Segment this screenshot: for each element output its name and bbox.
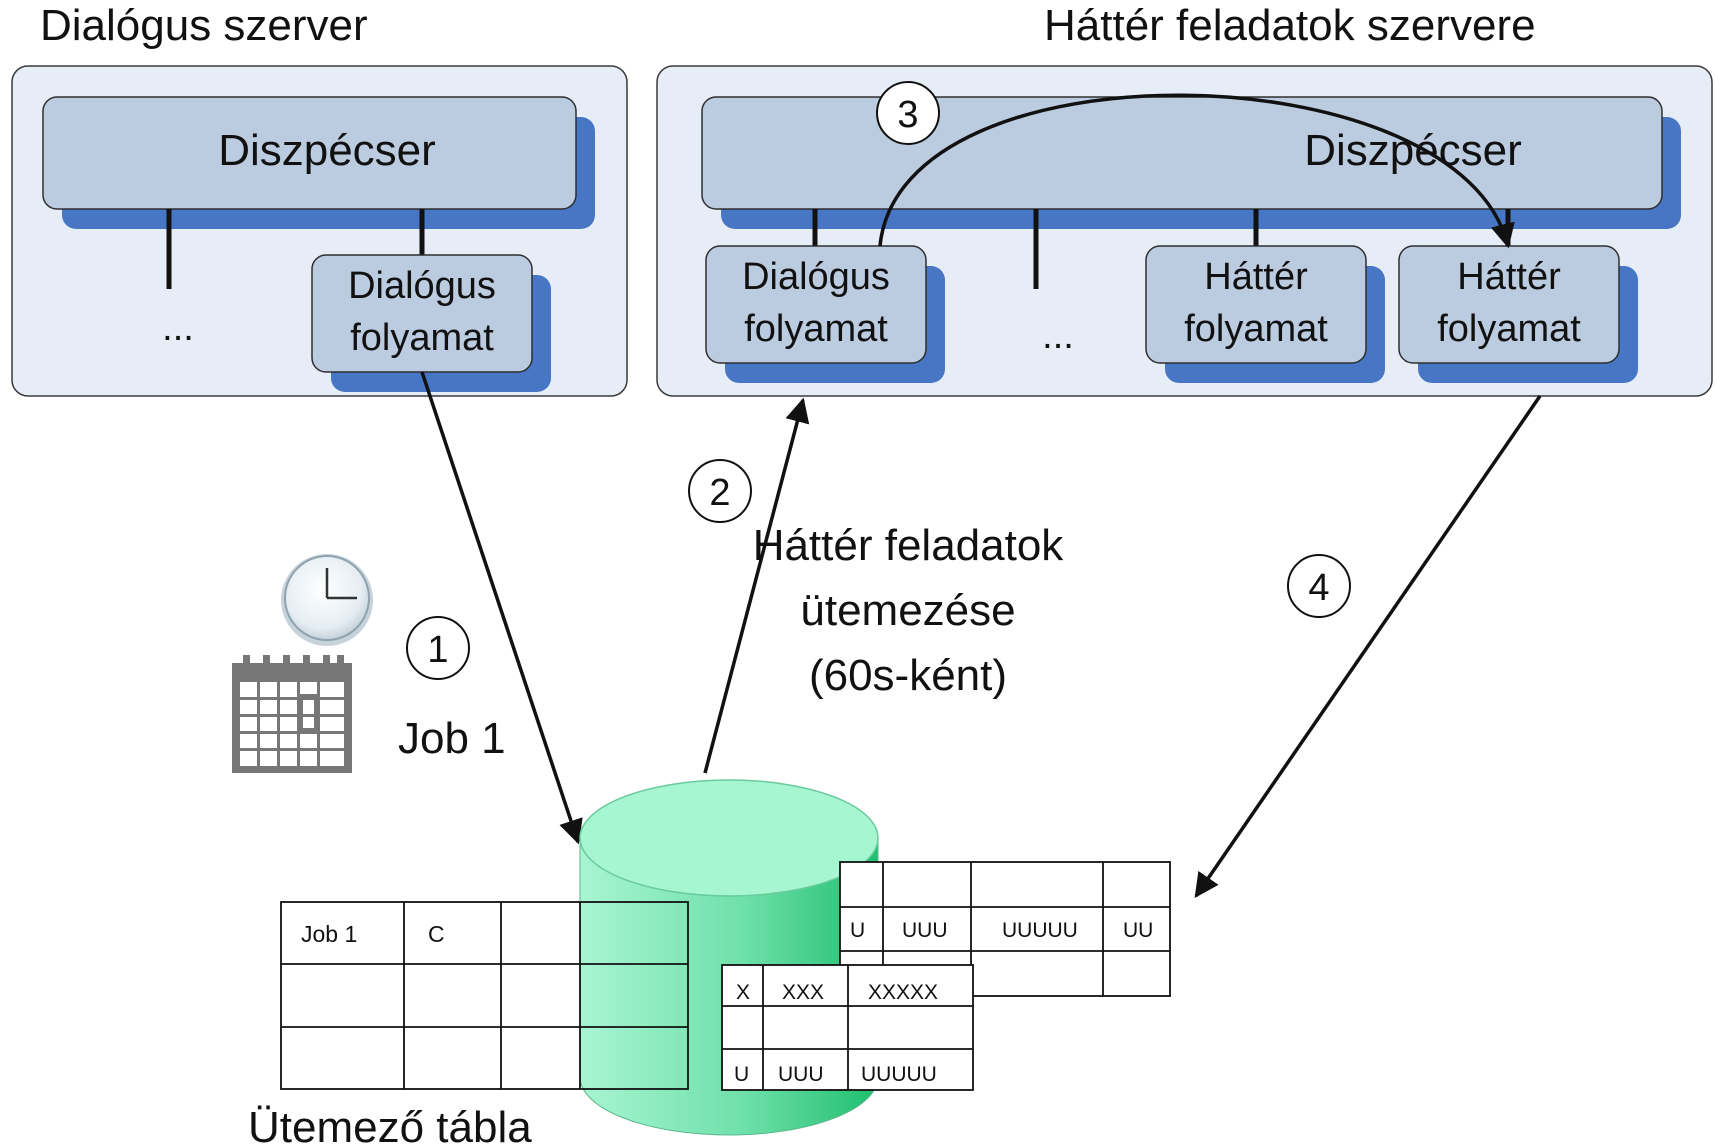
bg-process-line1: Háttér xyxy=(1457,256,1561,298)
step-4-marker: 4 xyxy=(1287,554,1351,618)
bg-dialog-process-line2: folyamat xyxy=(744,308,888,350)
table-cell: X xyxy=(736,981,750,1004)
svg-text:2: 2 xyxy=(709,472,730,514)
arrow-step-1 xyxy=(420,371,583,845)
clock-icon xyxy=(281,554,373,646)
table-cell: XXX xyxy=(782,981,824,1004)
dispatcher-label: Diszpécser xyxy=(218,126,436,175)
background-server-panel: Háttér feladatok szervere Diszpécser Dia… xyxy=(656,1,1713,397)
bg-process-line2: folyamat xyxy=(1184,308,1328,350)
table-cell: C xyxy=(428,921,445,947)
table-cell: U xyxy=(850,919,865,942)
table-b: X XXX XXXXX U UUU UUUUU xyxy=(721,964,974,1091)
dialog-server-dispatcher: Diszpécser xyxy=(42,96,595,229)
scheduling-note-line2: ütemezése xyxy=(800,586,1015,635)
arrow-step-2 xyxy=(703,397,810,774)
table-cell: UUUUU xyxy=(1002,919,1078,942)
bg-process-line1: Háttér xyxy=(1204,256,1308,298)
background-server-dispatcher: Diszpécser xyxy=(701,96,1681,229)
scheduling-note-line1: Háttér feladatok xyxy=(753,521,1065,570)
bg-dialog-process-line1: Dialógus xyxy=(742,256,890,298)
table-cell: UUU xyxy=(902,919,948,942)
ellipsis: ... xyxy=(1042,315,1074,357)
dialog-server-title: Dialógus szerver xyxy=(40,1,368,50)
calendar-icon xyxy=(232,655,352,773)
step-3-marker: 3 xyxy=(876,81,940,145)
arrow-step-4 xyxy=(1194,395,1542,899)
background-server-title: Háttér feladatok szervere xyxy=(1044,1,1536,50)
bg-process-line2: folyamat xyxy=(1437,308,1581,350)
table-cell: UUUUU xyxy=(861,1063,937,1086)
job-label: Job 1 xyxy=(398,714,506,763)
scheduling-note: Háttér feladatok ütemezése (60s-ként) xyxy=(753,521,1065,700)
step-1-marker: 1 xyxy=(406,616,470,680)
table-cell: U xyxy=(734,1063,749,1086)
svg-text:3: 3 xyxy=(897,94,918,136)
dialog-process-line2: folyamat xyxy=(350,317,494,359)
table-cell: UUU xyxy=(778,1063,824,1086)
svg-text:4: 4 xyxy=(1308,567,1329,609)
bg-dialog-process: Dialógus folyamat xyxy=(705,245,945,383)
dialog-process-line1: Dialógus xyxy=(348,265,496,307)
table-cell: UU xyxy=(1123,919,1153,942)
dialog-server-panel: Dialógus szerver Diszpécser ... Dialógus… xyxy=(11,1,628,397)
table-cell: XXXXX xyxy=(868,981,938,1004)
table-cell: Job 1 xyxy=(301,921,357,947)
dispatcher-label: Diszpécser xyxy=(1304,126,1522,175)
table-a: U UUU UUUUU UU xyxy=(839,861,1171,997)
scheduling-note-line3: (60s-ként) xyxy=(809,651,1007,700)
ellipsis: ... xyxy=(162,307,194,349)
background-process-2: Háttér folyamat xyxy=(1398,245,1638,383)
arrow-step-3 xyxy=(878,93,1515,249)
scheduler-table-title: Ütemező tábla xyxy=(248,1103,532,1147)
svg-text:1: 1 xyxy=(427,629,448,671)
step-2-marker: 2 xyxy=(688,459,752,523)
scheduler-table: Job 1 C xyxy=(280,901,689,1090)
background-process-1: Háttér folyamat xyxy=(1145,245,1385,383)
dialog-process: Dialógus folyamat xyxy=(311,254,551,392)
